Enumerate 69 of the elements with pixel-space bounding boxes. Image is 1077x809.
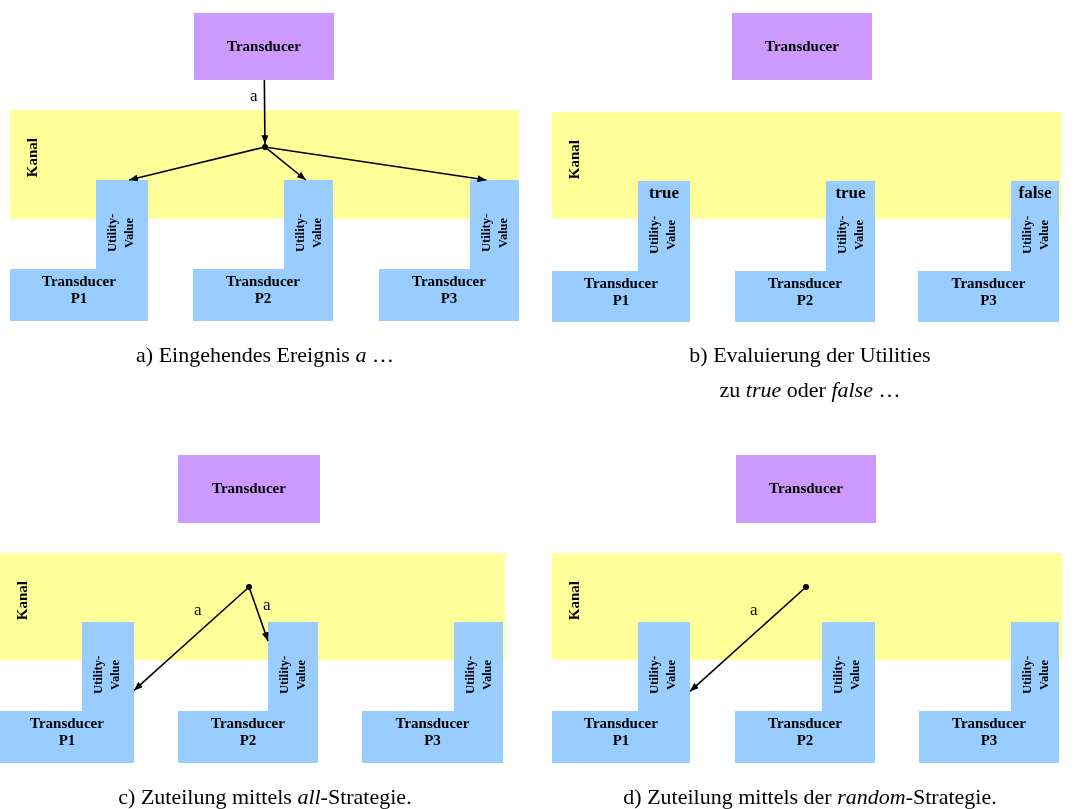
node-label: Transducer — [764, 37, 840, 55]
transducer-shape — [919, 622, 1059, 763]
junction-dot — [262, 144, 268, 150]
node-label: Transducer P1 — [583, 715, 659, 750]
channel-label: Kanal — [566, 140, 583, 180]
transducer-box — [736, 455, 876, 523]
channel-label: Kanal — [24, 138, 41, 178]
transducer-shape — [362, 622, 503, 763]
node-label: Transducer — [226, 37, 302, 55]
transducer-shape — [552, 622, 690, 763]
transducer-shape — [552, 181, 690, 322]
node-label: Transducer P3 — [411, 273, 487, 308]
caption: a) Eingehendes Ereignis a … — [135, 341, 395, 369]
node-label: Transducer P2 — [225, 273, 301, 308]
node-label: Transducer P3 — [394, 715, 471, 750]
utility-label: Utility-Value — [276, 654, 309, 697]
edge-label: a — [194, 600, 202, 620]
state-label: true — [647, 183, 681, 203]
state-label: true — [834, 183, 867, 203]
caption: b) Evaluierung der Utilities zu true oder false … — [688, 341, 932, 405]
node-label: Transducer P2 — [767, 275, 843, 310]
node-label: Transducer — [211, 480, 287, 498]
node-label: Transducer P1 — [29, 715, 105, 750]
node-label: Transducer P3 — [951, 715, 1027, 750]
arrow — [267, 146, 488, 183]
state-label: false — [1017, 183, 1053, 203]
arrow — [128, 146, 263, 182]
channel-label: Kanal — [566, 581, 583, 621]
arrow — [689, 588, 805, 693]
caption: c) Zuteilung mittels all-Strategie. — [117, 783, 413, 809]
edge-label: a — [750, 600, 758, 620]
utility-label: Utility-Value — [292, 212, 325, 255]
utility-label: Utility-Value — [90, 654, 123, 697]
node-label: Transducer P2 — [767, 715, 843, 750]
channel-label: Kanal — [14, 581, 31, 621]
utility-label: Utility-Value — [104, 212, 137, 255]
transducer-shape — [918, 181, 1059, 322]
node-label: Transducer — [768, 480, 844, 498]
arrow — [133, 588, 248, 692]
node-label: Transducer P1 — [583, 275, 659, 310]
edge-label: a — [263, 595, 271, 615]
utility-label: Utility-Value — [462, 654, 495, 697]
edge-label: a — [250, 86, 258, 106]
transducer-shape — [178, 622, 318, 763]
utility-label: Utility-Value — [1019, 654, 1051, 697]
junction-dot — [803, 584, 809, 590]
node-label: Transducer P2 — [210, 715, 286, 750]
utility-label: Utility-Value — [830, 654, 863, 697]
node-label: Transducer P3 — [950, 275, 1027, 310]
utility-label: Utility-Value — [646, 654, 679, 697]
node-label: Transducer P1 — [41, 273, 117, 308]
utility-label: Utility-Value — [478, 212, 511, 255]
arrow — [249, 589, 269, 642]
transducer-shape — [735, 181, 875, 322]
transducer-shape — [0, 622, 134, 763]
arrow — [266, 148, 307, 181]
transducer-box — [194, 13, 334, 80]
transducer-shape — [735, 622, 875, 763]
caption: d) Zuteilung mittels der random-Strategie. — [622, 783, 998, 809]
transducer-box — [178, 455, 320, 523]
arrow — [261, 79, 269, 145]
utility-label: Utility-Value — [834, 214, 867, 257]
junction-dot — [246, 584, 252, 590]
utility-label: Utility-Value — [646, 214, 679, 257]
transducer-shape — [10, 180, 148, 321]
transducer-box — [732, 13, 872, 80]
utility-label: Utility-Value — [1019, 214, 1051, 257]
transducer-shape — [379, 180, 519, 321]
transducer-shape — [193, 180, 333, 321]
